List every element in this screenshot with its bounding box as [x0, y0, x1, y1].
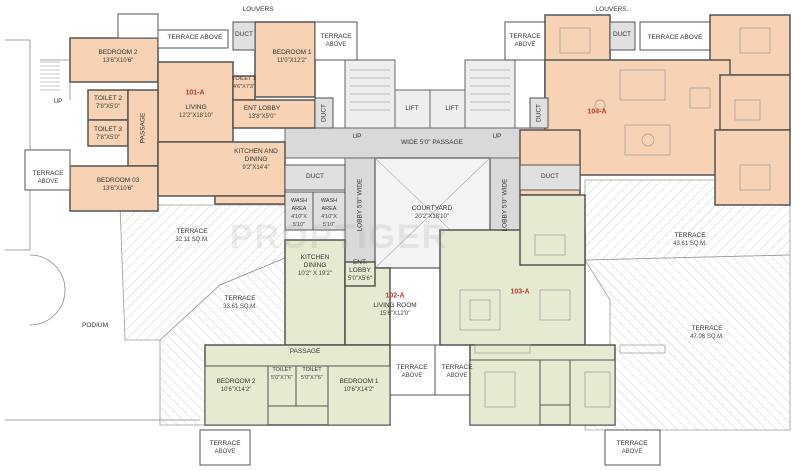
duct-label-3: DUCT [305, 173, 325, 180]
louvers-label-right: LOUVERS. [595, 6, 629, 13]
duct-label-6: DUCT [540, 173, 560, 180]
louvers-label-left: LOUVERS [242, 6, 274, 13]
lift-label-2: LIFT [445, 105, 459, 112]
duct-label-5: DUCT [535, 103, 543, 123]
stairs-core [350, 69, 510, 111]
terrace-hatch [119, 179, 791, 431]
lobby-label-right: LOBBY 5'0" WIDE [501, 178, 509, 232]
passage-label-102a: PASSAGE [289, 348, 321, 355]
ducts-104a [519, 21, 636, 191]
furniture-103a [459, 234, 666, 408]
unit-label-104a: 104-A [587, 108, 607, 116]
site-outline [5, 39, 200, 421]
duct-label-1: DUCT [234, 31, 254, 38]
lobby-label-left: LOBBY 5'0" WIDE [356, 178, 364, 232]
ducts-101a [232, 21, 346, 231]
furniture-104a [559, 27, 771, 191]
up-label-2: UP [492, 133, 502, 140]
flat-104a-fill [519, 14, 791, 206]
terrace-above-5: TERRACE ABOVE [647, 34, 703, 41]
up-label-1: UP [352, 133, 362, 140]
unit-label-103a: 103-A [510, 288, 530, 296]
lift-label-1: LIFT [405, 105, 419, 112]
podium-label: PODIUM [82, 322, 108, 329]
watermark: PROPTIGER [230, 218, 449, 256]
partitions-103a [469, 359, 616, 426]
passage-label-101a: PASSAGE [139, 112, 147, 144]
unit-label-101a: 101-A [185, 89, 205, 97]
terrace-above-boxes [24, 13, 711, 466]
duct-label-2: DUCT [320, 103, 328, 123]
terrace-above-1: TERRACE ABOVE [167, 34, 223, 41]
unit-label-102a: 102-A [385, 292, 405, 300]
up-label-3: UP [53, 98, 63, 105]
wide-passage-label: WIDE 5'0" PASSAGE [401, 139, 463, 146]
stair-steps-left [40, 61, 60, 91]
partitions-102a [204, 365, 391, 426]
duct-label-4: DUCT [612, 31, 632, 38]
flat-101a-fill [69, 21, 316, 212]
